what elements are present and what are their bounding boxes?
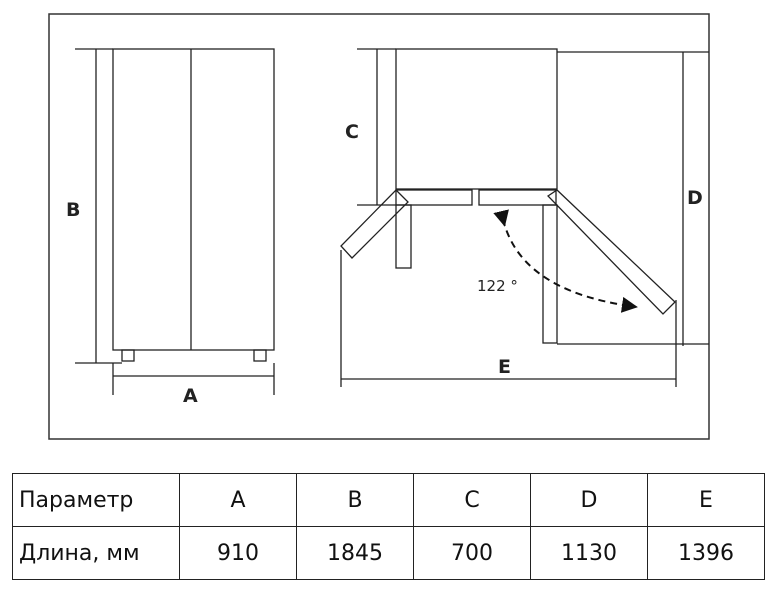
right-door-open bbox=[546, 189, 676, 315]
label-e: E bbox=[498, 356, 511, 378]
label-b: B bbox=[66, 199, 80, 221]
top-view bbox=[340, 48, 709, 387]
value-a: 910 bbox=[179, 526, 297, 580]
fridge-body-top bbox=[395, 48, 558, 190]
header-c: C bbox=[413, 473, 531, 527]
diagram-frame bbox=[48, 13, 710, 440]
fridge-dimensions-diagram: B A 122 ° C D E bbox=[48, 13, 710, 440]
foot-left bbox=[121, 349, 135, 362]
left-door-stub bbox=[395, 204, 412, 269]
dimensions-table: Параметр A B C D E Длина, мм 910 1845 70… bbox=[12, 473, 765, 580]
front-view bbox=[75, 48, 275, 395]
header-param: Параметр bbox=[12, 473, 180, 527]
label-a: A bbox=[183, 385, 198, 407]
right-door-closed bbox=[478, 189, 557, 206]
foot-right bbox=[253, 349, 267, 362]
fridge-body-front bbox=[112, 48, 275, 351]
row-label: Длина, мм bbox=[12, 526, 180, 580]
label-d: D bbox=[687, 187, 703, 209]
value-e: 1396 bbox=[647, 526, 765, 580]
left-door-open bbox=[340, 189, 409, 259]
table-header-row: Параметр A B C D E bbox=[12, 473, 765, 527]
header-a: A bbox=[179, 473, 297, 527]
value-b: 1845 bbox=[296, 526, 414, 580]
header-b: B bbox=[296, 473, 414, 527]
value-c: 700 bbox=[413, 526, 531, 580]
angle-arc bbox=[493, 209, 638, 313]
header-d: D bbox=[530, 473, 648, 527]
value-d: 1130 bbox=[530, 526, 648, 580]
header-e: E bbox=[647, 473, 765, 527]
right-door-stub bbox=[542, 204, 558, 344]
table-row: Длина, мм 910 1845 700 1130 1396 bbox=[12, 526, 765, 580]
label-c: C bbox=[345, 121, 359, 143]
left-door-closed bbox=[395, 189, 473, 206]
angle-label: 122 ° bbox=[477, 277, 518, 295]
